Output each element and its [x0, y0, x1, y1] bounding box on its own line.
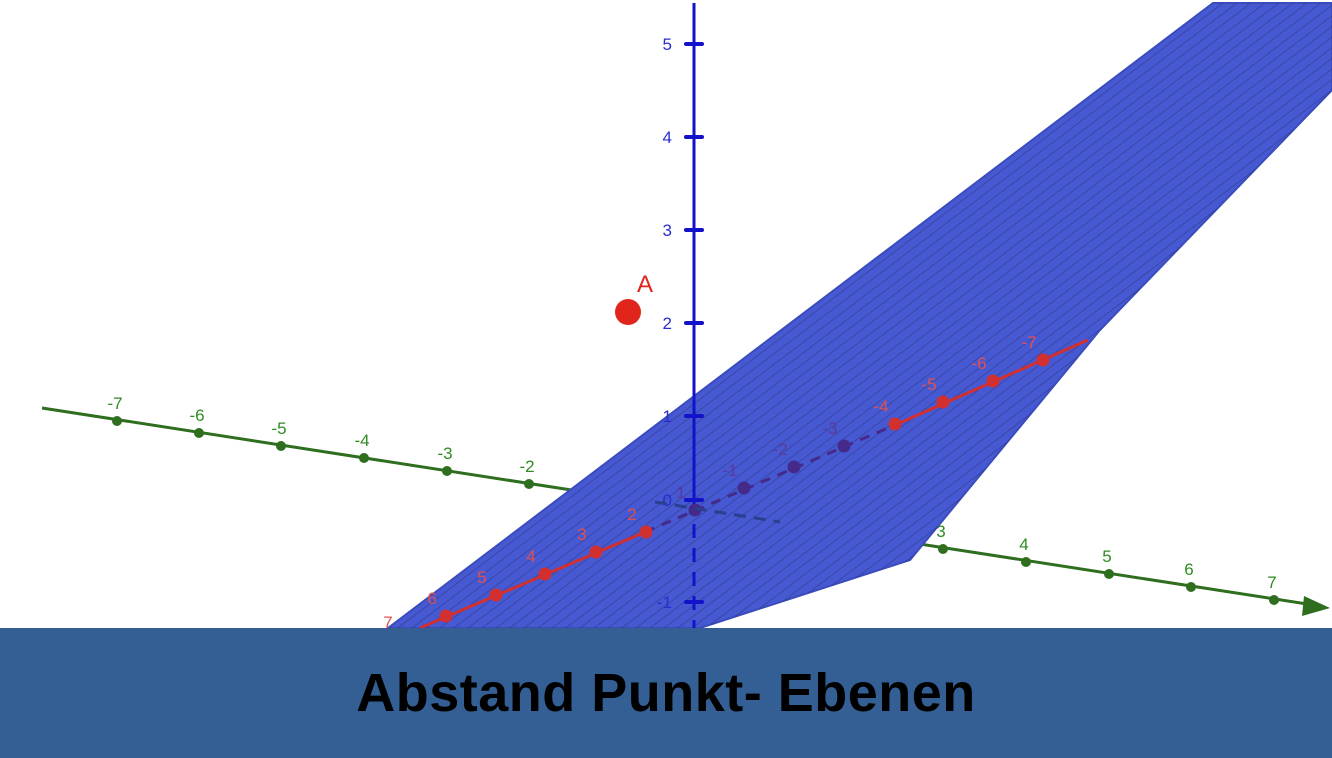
plane-hatch-line: [663, 3, 1332, 628]
x-axis-tick: [837, 439, 851, 453]
x-axis-tick: [986, 374, 1000, 388]
y-axis-tick: [1104, 569, 1114, 579]
plane-hatch-line: [467, 3, 1294, 628]
y-axis-tick: [359, 453, 369, 463]
y-axis-tick: [1186, 582, 1196, 592]
plane-hatch-line: [593, 3, 1332, 628]
plane-hatch-line: [649, 3, 1332, 628]
x-axis-tick-label: -5: [921, 375, 936, 394]
plane-hatch-line: [579, 3, 1332, 628]
y-axis-tick-label: 7: [1267, 573, 1276, 592]
plane-hatch-line: [565, 3, 1332, 628]
x-axis-tick: [688, 503, 702, 517]
plane-hatch-line: [537, 3, 1332, 628]
point-a-label: A: [637, 271, 653, 298]
y-axis-arrow: [1302, 596, 1330, 616]
x-axis-tick: [489, 588, 503, 602]
plane-hatch-line: [621, 3, 1332, 628]
y-axis-tick-label: 4: [1019, 535, 1028, 554]
plane-hatch-line: [397, 3, 1224, 628]
x-axis-tick-label: -6: [971, 354, 986, 373]
y-axis-tick-label: 3: [936, 522, 945, 541]
plane-hatch-line: [453, 3, 1280, 628]
plane-hatch-line: [551, 3, 1332, 628]
x-axis-tick: [1036, 353, 1050, 367]
z-axis: 5 4 3 2 1 -1 0: [657, 3, 704, 628]
z-axis-tick-label: 5: [663, 35, 672, 54]
z-axis-tick-label: 2: [663, 314, 672, 333]
x-axis-tick-label: 1: [676, 483, 685, 502]
y-axis-tick: [442, 466, 452, 476]
plane-hatch-line: [509, 3, 1332, 628]
point-a[interactable]: A: [615, 271, 653, 325]
x-axis-tick-label: -4: [873, 397, 888, 416]
x-axis-line-hidden: [644, 423, 896, 534]
x-axis-tick-label: 4: [526, 547, 535, 566]
point-a-marker[interactable]: [615, 299, 641, 325]
y-axis-tick-label: 6: [1184, 560, 1193, 579]
y-axis-tick: [1269, 595, 1279, 605]
plane-hatch-line: [439, 3, 1266, 628]
title-banner: Abstand Punkt- Ebenen: [0, 628, 1332, 758]
plane-hatch-line: [388, 3, 566, 628]
x-axis-tick-label: -2: [772, 440, 787, 459]
x-axis: 7 6 5 4 3 2 1 -1 -2 -3 -4 -5 -6 -7: [383, 333, 1089, 628]
plane-hatch-line: [677, 3, 1332, 628]
x-axis-tick: [888, 417, 902, 431]
x-axis-tick: [538, 567, 552, 581]
plane-hatch-line: [607, 3, 1332, 628]
x-axis-tick-label: -7: [1021, 333, 1036, 352]
y-axis-tick-label: -6: [189, 406, 204, 425]
y-axis-tick-label: 5: [1102, 547, 1111, 566]
z-axis-tick-label: 3: [663, 221, 672, 240]
z-axis-tick-label: 4: [663, 128, 672, 147]
banner-title: Abstand Punkt- Ebenen: [356, 663, 976, 723]
y-axis-tick: [524, 479, 534, 489]
y-axis-tick: [938, 544, 948, 554]
x-axis-tick: [737, 481, 751, 495]
x-axis-tick: [589, 545, 603, 559]
y-axis-hidden-segment: [654, 500, 781, 524]
z-axis-tick-label: 1: [663, 407, 672, 426]
x-axis-tick-label: 2: [627, 505, 636, 524]
y-axis-tick: [194, 428, 204, 438]
x-axis-tick: [439, 609, 453, 623]
x-axis-line-front: [419, 530, 646, 628]
y-axis-tick-label: -7: [107, 394, 122, 413]
plane-hatch-line: [495, 3, 1322, 628]
z-axis-tick-label: -1: [657, 593, 672, 612]
x-axis-tick: [639, 525, 653, 539]
plane-hatch-line: [388, 3, 594, 628]
y-axis-tick-label: -5: [271, 419, 286, 438]
y-axis-tick-label: -3: [437, 444, 452, 463]
x-axis-tick-label: 7: [383, 613, 392, 628]
x-axis-tick-label: 3: [577, 525, 586, 544]
y-axis-tick: [276, 441, 286, 451]
plane-hatch-line: [481, 3, 1308, 628]
plane-hatch-line: [388, 3, 580, 628]
plane-hatch-line: [691, 3, 1332, 628]
y-axis-tick: [112, 416, 122, 426]
y-axis-tick-label: -2: [519, 457, 534, 476]
z-axis-tick-label: 0: [663, 491, 672, 510]
x-axis-tick: [787, 460, 801, 474]
y-axis-tick: [1021, 557, 1031, 567]
y-axis-tick-label: -4: [354, 431, 369, 450]
x-axis-tick-label: 6: [427, 589, 436, 608]
plane-surface[interactable]: [386, 2, 1332, 628]
plane-hatch-line: [425, 3, 1252, 628]
x-axis-tick-label: -1: [722, 461, 737, 480]
x-axis-tick: [936, 395, 950, 409]
plane-hatch-line: [411, 3, 1238, 628]
x-axis-tick-label: 5: [477, 568, 486, 587]
x-axis-tick-label: -3: [822, 419, 837, 438]
